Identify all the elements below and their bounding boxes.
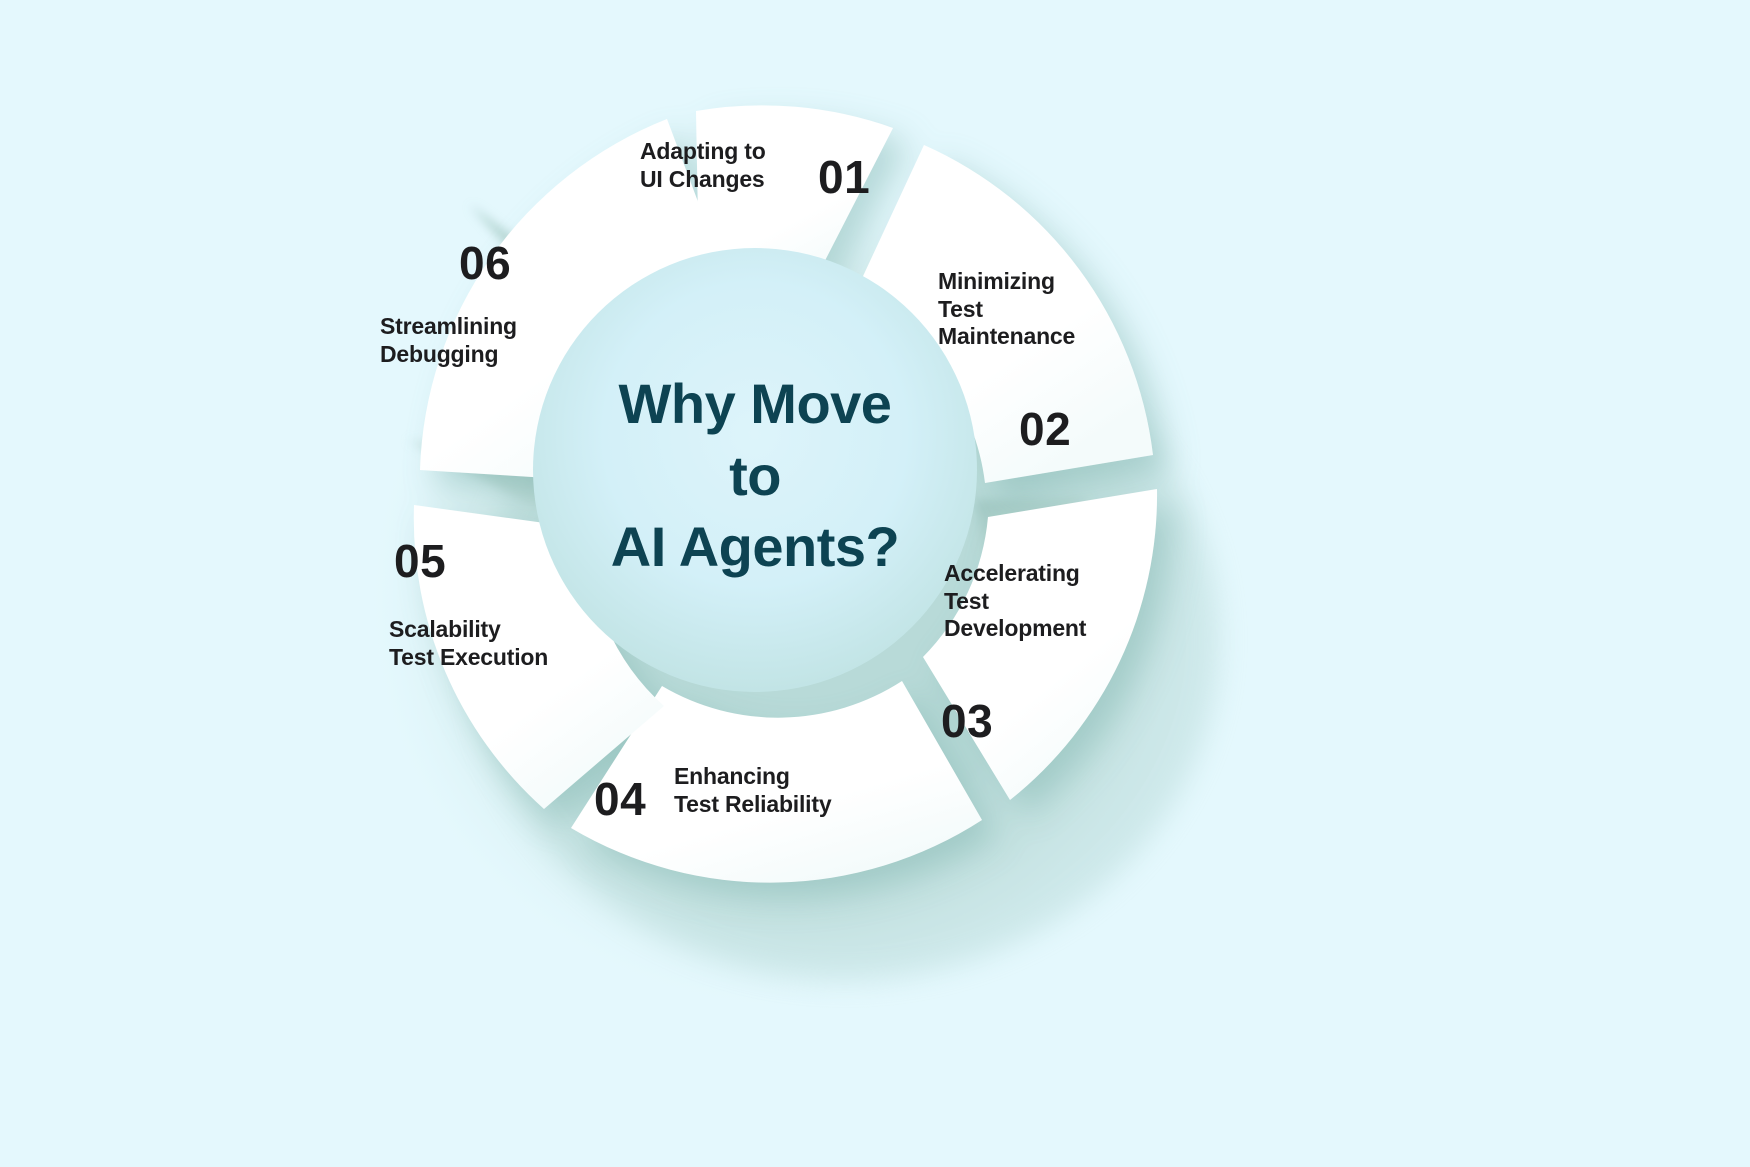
segment-01 [696, 105, 893, 282]
segment-label-06: Streamlining Debugging [380, 313, 517, 367]
center-title: Why Move to AI Agents? [555, 368, 955, 583]
segment-label-02: Minimizing Test Maintenance [938, 268, 1076, 350]
segment-number-05: 05 [394, 535, 447, 587]
segment-03 [923, 489, 1158, 800]
segment-label-04: Enhancing Test Reliability [674, 763, 832, 817]
segment-label-03: Accelerating Test Development [944, 560, 1087, 642]
segment-number-01: 01 [818, 151, 871, 203]
segment-06 [420, 119, 725, 480]
segment-label-05: Scalability Test Execution [389, 616, 549, 670]
donut-segments [413, 105, 1158, 883]
segment-05 [413, 505, 664, 809]
segment-04 [571, 681, 982, 883]
segment-number-06: 06 [459, 237, 512, 289]
center-title-line-2: to [729, 443, 781, 507]
segment-number-04: 04 [594, 773, 647, 825]
segment-number-02: 02 [1019, 403, 1072, 455]
segment-label-01: Adapting to UI Changes [640, 138, 766, 192]
center-title-line-3: AI Agents? [610, 515, 900, 579]
segment-number-03: 03 [941, 695, 994, 747]
segment-02 [851, 145, 1153, 483]
inner-circle [533, 248, 977, 692]
center-title-line-1: Why Move [618, 372, 892, 435]
